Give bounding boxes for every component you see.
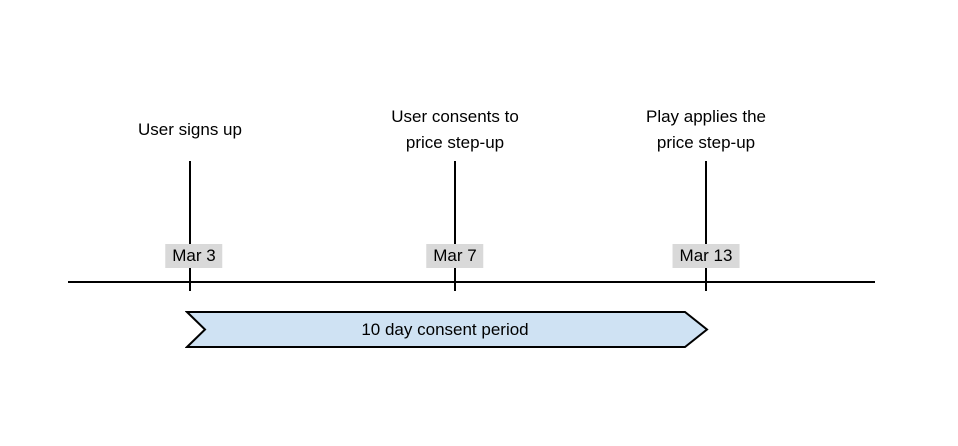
event-label-play-applies: Play applies the price step-up bbox=[566, 103, 846, 156]
event-label-user-consents: User consents to price step-up bbox=[315, 103, 595, 156]
consent-period-label: 10 day consent period bbox=[361, 319, 529, 339]
consent-period-ribbon bbox=[185, 311, 709, 348]
date-chip-mar7: Mar 7 bbox=[426, 244, 484, 268]
timeline-tick-mar3 bbox=[189, 161, 191, 291]
event-label-line: Play applies the bbox=[645, 106, 767, 126]
timeline-tick-mar13 bbox=[705, 161, 707, 291]
event-label-line: User consents to bbox=[391, 106, 519, 126]
timeline-axis-line bbox=[68, 281, 875, 283]
event-label-line: User signs up bbox=[138, 119, 242, 139]
date-chip-mar3: Mar 3 bbox=[165, 244, 223, 268]
event-label-line: price step-up bbox=[656, 132, 756, 152]
date-chip-mar13: Mar 13 bbox=[672, 244, 740, 268]
event-label-user-signs-up: User signs up bbox=[50, 103, 330, 156]
timeline-tick-mar7 bbox=[454, 161, 456, 291]
event-label-line: price step-up bbox=[405, 132, 505, 152]
consent-period-ribbon-shape bbox=[185, 311, 709, 348]
